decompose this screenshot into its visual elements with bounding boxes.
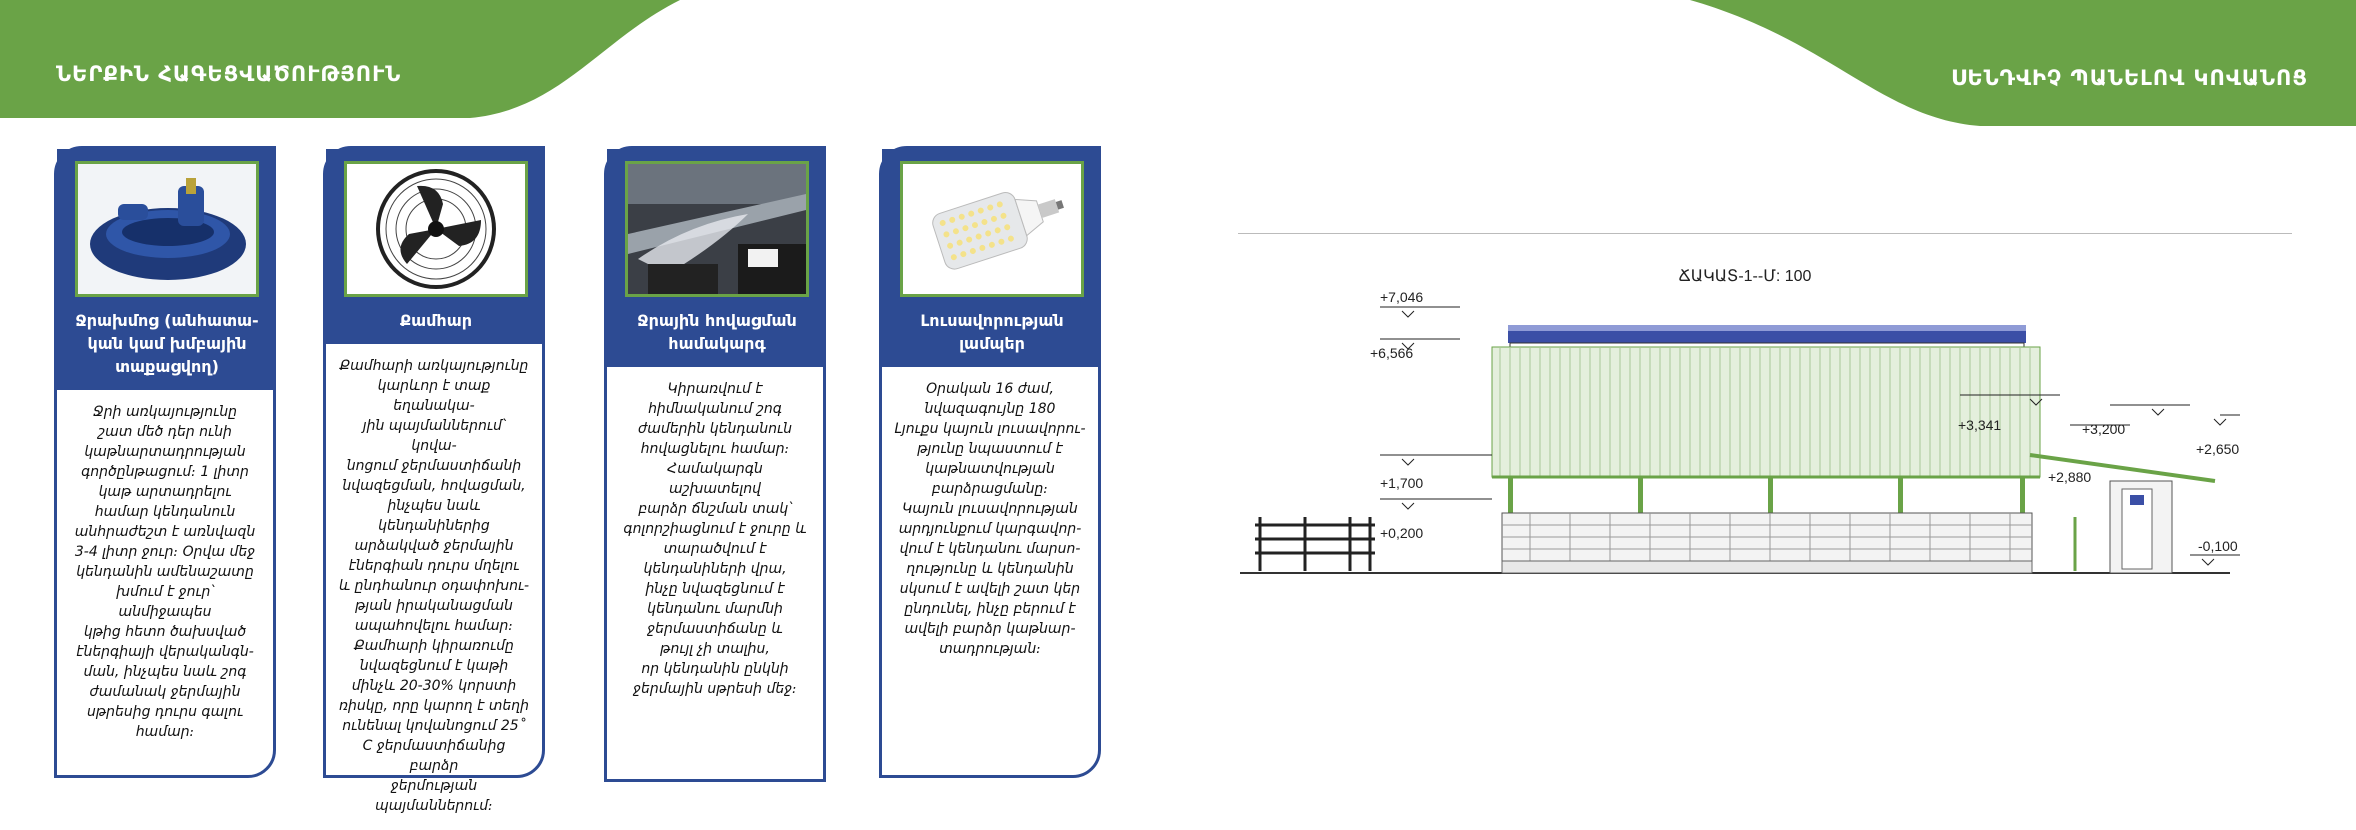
lamp-photo	[900, 161, 1084, 297]
level-markers	[1380, 306, 2240, 566]
info-card-water-cooling: Ջրային հովացման համակարգ Կիրառվում է հիմ…	[604, 146, 826, 782]
level-label: +2,880	[2048, 469, 2091, 485]
level-label: +3,200	[2082, 421, 2125, 437]
card-description: Օրական 16 ժամ, նվազագույնը 180 Լյուքս կա…	[894, 381, 1086, 657]
info-card-water-bowl: Ջրախմոց (անհատա- կան կամ խմբային տաքացվո…	[54, 146, 276, 778]
card-description: Կիրառվում է հիմնականում շոգ ժամերին կենդ…	[623, 381, 807, 697]
mist-spray-icon	[628, 164, 806, 294]
led-lamp-icon	[903, 164, 1081, 294]
card-description: Քամհարի առկայությունը կարևոր է տաք եղանա…	[338, 358, 530, 814]
card-title: Լուսավորության լամպեր	[920, 311, 1064, 353]
fan-icon	[347, 164, 525, 294]
right-banner-title: ՍԵՆԴՎԻՉ ՊԱՆԵԼՈՎ ԿՈՎԱՆՈՑ	[1951, 66, 2308, 90]
card-title: Ջրախմոց (անհատա- կան կամ խմբային տաքացվո…	[75, 311, 259, 376]
level-label: +7,046	[1380, 289, 1423, 305]
level-label: +6,566	[1370, 345, 1413, 361]
water-bowl-photo	[75, 161, 259, 297]
level-label: +3,341	[1958, 417, 2001, 433]
info-card-lamps: Լուսավորության լամպեր Օրական 16 ժամ, նվա…	[879, 146, 1101, 778]
divider-line	[1238, 233, 2292, 234]
card-description: Ջրի առկայությունը շատ մեծ դեր ունի կաթնա…	[74, 404, 256, 740]
annex-roof	[2029, 453, 2216, 483]
level-label: +0,200	[1380, 525, 1423, 541]
card-title: Քամհար	[399, 311, 473, 330]
left-banner-title: ՆԵՐՔԻՆ ՀԱԳԵՑՎԱԾՈՒԹՅՈՒՆ	[56, 62, 402, 86]
left-banner	[0, 0, 680, 118]
level-label: -0,100	[2198, 538, 2238, 554]
card-title: Ջրային հովացման համակարգ	[637, 311, 797, 353]
wall-panel	[1491, 346, 2041, 478]
level-label: +1,700	[1380, 475, 1423, 491]
info-card-fan: Քամհար Քամհարի առկայությունը կարևոր է տա…	[323, 146, 545, 814]
fence	[1255, 517, 1375, 571]
barn-elevation-drawing: ՃԱԿԱՏ-1--Մ: 100 +7,046	[1240, 268, 2240, 574]
water-bowl-icon	[78, 164, 256, 294]
mist-photo	[625, 161, 809, 297]
level-label: +2,650	[2196, 441, 2239, 457]
fan-photo	[344, 161, 528, 297]
right-banner	[1680, 0, 2356, 126]
scale-label: ՃԱԿԱՏ-1--Մ: 100	[1679, 268, 1812, 285]
